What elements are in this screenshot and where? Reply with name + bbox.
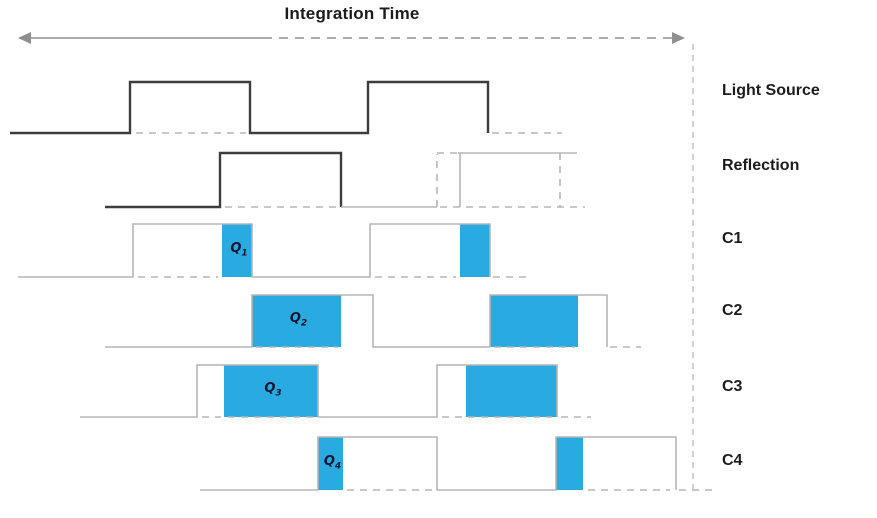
charge-region-c3-1 bbox=[224, 365, 318, 417]
row-label-c4: C4 bbox=[722, 452, 743, 469]
light-source-segment-1 bbox=[10, 80, 490, 135]
c4-segment-1 bbox=[200, 436, 677, 491]
charge-region-c1-1 bbox=[222, 224, 252, 277]
c3-segment-1 bbox=[80, 364, 558, 418]
waveform-c3 bbox=[80, 364, 591, 418]
row-label-c2: C2 bbox=[722, 302, 743, 319]
charge-region-c3-2 bbox=[466, 365, 557, 417]
row-label-light-source: Light Source bbox=[722, 82, 820, 99]
row-label-c3: C3 bbox=[722, 378, 743, 395]
waveform-light-source bbox=[10, 80, 562, 135]
integration-time-arrow bbox=[18, 32, 685, 44]
charge-region-c4-1 bbox=[318, 437, 343, 490]
charge-region-c2-2 bbox=[490, 295, 578, 347]
reflection-segment-1 bbox=[105, 151, 343, 209]
waveform-c2 bbox=[105, 294, 641, 348]
waveform-c4 bbox=[200, 436, 712, 491]
arrowhead-right-icon bbox=[672, 32, 685, 44]
charge-region-c1-2 bbox=[460, 224, 490, 277]
c1-segment-1 bbox=[18, 223, 491, 278]
charge-region-c4-2 bbox=[556, 437, 583, 490]
row-label-c1: C1 bbox=[722, 230, 743, 247]
waveform-c1 bbox=[18, 223, 526, 278]
row-label-reflection: Reflection bbox=[722, 157, 800, 174]
waveform-reflection bbox=[105, 151, 585, 209]
arrowhead-left-icon bbox=[18, 32, 31, 44]
charge-region-c2-1 bbox=[252, 295, 341, 347]
diagram-title: Integration Time bbox=[284, 4, 420, 23]
c2-segment-1 bbox=[105, 294, 608, 348]
